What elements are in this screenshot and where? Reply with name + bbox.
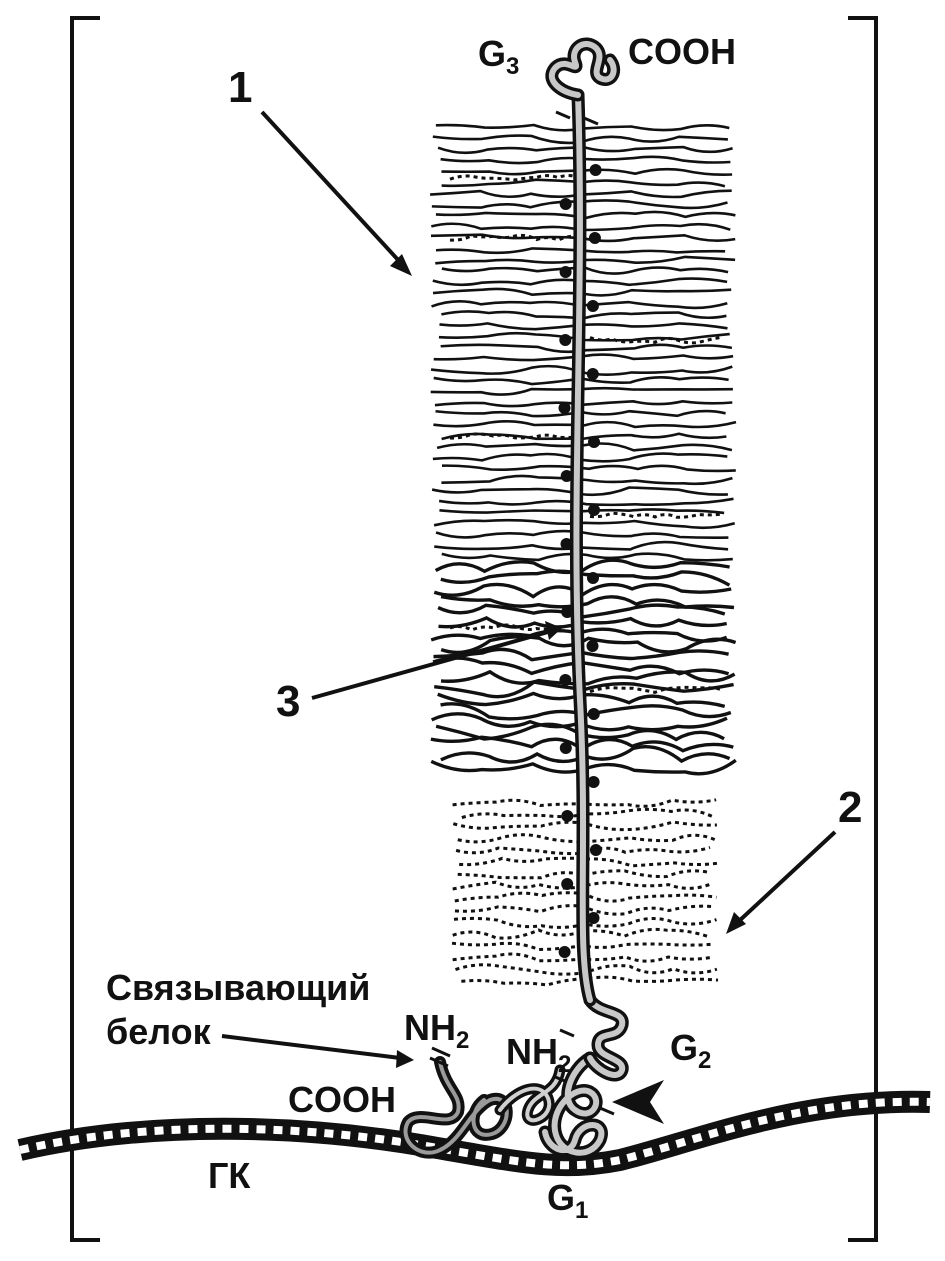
attachment-dot bbox=[559, 334, 572, 346]
keratan-chain bbox=[589, 511, 721, 519]
chondroitin-chain bbox=[441, 552, 733, 562]
attachment-dot bbox=[559, 674, 572, 686]
arrow-2 bbox=[736, 830, 837, 924]
label-3: 3 bbox=[276, 677, 300, 726]
label-cooh-left: COOH bbox=[288, 1079, 396, 1120]
attachment-dot bbox=[587, 572, 599, 584]
attachment-dot bbox=[587, 912, 600, 924]
keratan-chain bbox=[449, 432, 581, 440]
chondroitin-chain bbox=[440, 569, 731, 587]
chondroitin-chain bbox=[440, 343, 733, 354]
chondroitin-chain bbox=[433, 518, 736, 530]
arrowhead-marker bbox=[612, 1080, 664, 1124]
keratan-chain bbox=[457, 869, 710, 880]
keratan-chain bbox=[449, 623, 581, 632]
attachment-dot bbox=[560, 470, 573, 482]
label-nh2-right: NH2 bbox=[506, 1031, 571, 1078]
attachment-dot bbox=[586, 640, 599, 652]
attachment-dot bbox=[588, 436, 600, 448]
arrow-1 bbox=[260, 110, 402, 264]
pointer-arrows bbox=[221, 110, 837, 1124]
arrow-binding-protein bbox=[221, 1034, 401, 1060]
attachment-dot bbox=[561, 810, 574, 822]
chondroitin-chain bbox=[441, 474, 733, 486]
attachment-dot bbox=[588, 232, 601, 244]
keratan-chain bbox=[453, 916, 717, 929]
keratan-chain bbox=[452, 798, 717, 808]
attachment-dot bbox=[561, 606, 574, 618]
label-cooh-top: COOH bbox=[628, 31, 736, 72]
label-g1: G1 bbox=[547, 1177, 588, 1224]
keratan-chain bbox=[449, 233, 581, 242]
arrow-3 bbox=[311, 630, 549, 700]
chain-attachment-sites bbox=[558, 164, 602, 958]
chondroitin-chain bbox=[441, 464, 736, 473]
attachment-dot bbox=[558, 402, 571, 414]
attachment-dot bbox=[589, 844, 602, 856]
right-bracket bbox=[848, 16, 878, 1242]
attachment-dot bbox=[587, 776, 600, 788]
hyaluronan-filament bbox=[17, 1090, 931, 1177]
core-protein bbox=[538, 37, 629, 1160]
chondroitin-chain bbox=[441, 432, 727, 441]
label-g3: G3 bbox=[478, 33, 519, 80]
keratan-chain bbox=[452, 927, 711, 940]
keratan-chain bbox=[589, 685, 721, 694]
chondroitin-chain bbox=[440, 669, 736, 686]
label-1: 1 bbox=[228, 63, 252, 112]
attachment-dot bbox=[558, 946, 571, 958]
chondroitin-chain bbox=[440, 635, 737, 655]
label-2: 2 bbox=[838, 783, 862, 832]
label-binding-protein-line1: Связывающий bbox=[106, 967, 370, 1008]
attachment-dot bbox=[588, 504, 600, 516]
chondroitin-chain bbox=[436, 442, 733, 452]
attachment-dot bbox=[586, 368, 599, 380]
attachment-dot bbox=[559, 198, 572, 210]
chondroitin-chain bbox=[441, 167, 733, 176]
chondroitin-chain bbox=[433, 420, 737, 429]
label-nh2-left: NH2 bbox=[404, 1007, 469, 1054]
keratan-chain bbox=[449, 174, 581, 182]
label-hk: ГК bbox=[208, 1155, 251, 1196]
label-g2: G2 bbox=[670, 1027, 711, 1074]
attachment-dot bbox=[587, 708, 600, 720]
attachment-dot bbox=[561, 878, 574, 890]
attachment-dot bbox=[559, 266, 572, 278]
attachment-dot bbox=[559, 742, 572, 754]
left-bracket bbox=[70, 16, 100, 1242]
attachment-dot bbox=[560, 538, 573, 550]
attachment-dot bbox=[586, 300, 599, 312]
chondroitin-chain bbox=[438, 497, 734, 507]
keratan-chain bbox=[461, 807, 714, 820]
attachment-dot bbox=[589, 164, 602, 176]
keratan-chain bbox=[589, 336, 721, 345]
link-protein bbox=[399, 1046, 568, 1159]
label-binding-protein-line2: белок bbox=[106, 1011, 212, 1052]
